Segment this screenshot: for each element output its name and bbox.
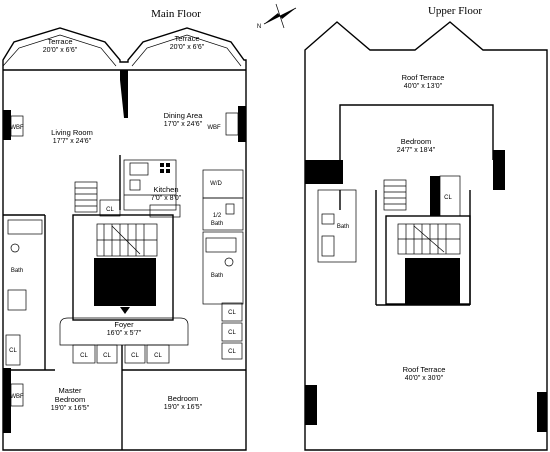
master-bedroom-dims: 19'0" x 16'5" xyxy=(51,405,90,412)
right-closet-1-label: CL xyxy=(228,310,236,316)
bedroom-upper-dims: 24'7" x 18'4" xyxy=(397,147,436,154)
foyer-closet-3-label: CL xyxy=(131,353,139,359)
master-bedroom-label-2: Bedroom xyxy=(55,395,85,404)
kitchen-dims: 7'0" x 8'0" xyxy=(151,195,182,202)
living-room-dims: 17'7" x 24'6" xyxy=(53,138,92,145)
main-floor-title: Main Floor xyxy=(151,8,201,20)
bedroom-main-dims: 19'0" x 16'5" xyxy=(164,404,203,411)
main-floor-plan xyxy=(2,27,247,451)
upper-closet-left-label: CL xyxy=(312,175,320,181)
foyer-label: Foyer xyxy=(114,320,134,329)
upper-closet-right-label: CL xyxy=(444,195,452,201)
half-bath-line2: Bath xyxy=(211,221,223,227)
dining-area-dims: 17'0" x 24'6" xyxy=(164,121,203,128)
wbf-right-label: WBF xyxy=(207,125,221,131)
bath-right-label: Bath xyxy=(211,273,223,279)
foyer-closet-4-label: CL xyxy=(154,353,162,359)
half-bath-line1: 1/2 xyxy=(213,213,222,219)
right-closet-2-label: CL xyxy=(228,330,236,336)
roof-terrace-top-label: Roof Terrace xyxy=(402,73,445,82)
kitchen-label: Kitchen xyxy=(153,185,178,194)
foyer-closet-1-label: CL xyxy=(80,353,88,359)
compass-north-label: N xyxy=(257,24,261,30)
left-closet-label: CL xyxy=(9,348,17,354)
roof-terrace-bottom-label: Roof Terrace xyxy=(403,365,446,374)
foyer-dims: 16'0" x 5'7" xyxy=(107,330,142,337)
upper-bath-label: Bath xyxy=(337,224,349,230)
right-closet-3-label: CL xyxy=(228,349,236,355)
terrace-right-label: Terrace xyxy=(174,34,199,43)
living-room-label: Living Room xyxy=(51,128,93,137)
roof-terrace-bottom-dims: 40'0" x 30'0" xyxy=(405,375,444,382)
wbf-master-label: WBF xyxy=(10,394,24,400)
washer-dryer-label: W/D xyxy=(210,181,222,187)
dining-area-label: Dining Area xyxy=(164,111,204,120)
master-bedroom-label-1: Master xyxy=(59,386,82,395)
terrace-left-label: Terrace xyxy=(47,37,72,46)
bedroom-upper-label: Bedroom xyxy=(401,137,431,146)
upper-floor-title: Upper Floor xyxy=(428,5,482,17)
bath-left-label: Bath xyxy=(11,268,23,274)
elevator-main-label: Elev. xyxy=(117,278,133,287)
kitchen-closet-label: CL xyxy=(106,207,114,213)
compass-icon: N xyxy=(257,3,297,30)
terrace-right-dims: 20'0" x 6'6" xyxy=(170,44,205,51)
wbf-left-label: WBF xyxy=(10,125,24,131)
elevator-upper-label: Elev. xyxy=(424,283,440,292)
upper-floor-plan xyxy=(304,21,548,451)
terrace-left-dims: 20'0" x 6'6" xyxy=(43,47,78,54)
bedroom-main-label: Bedroom xyxy=(168,394,198,403)
foyer-closet-2-label: CL xyxy=(103,353,111,359)
roof-terrace-top-dims: 40'0" x 13'0" xyxy=(404,83,443,90)
